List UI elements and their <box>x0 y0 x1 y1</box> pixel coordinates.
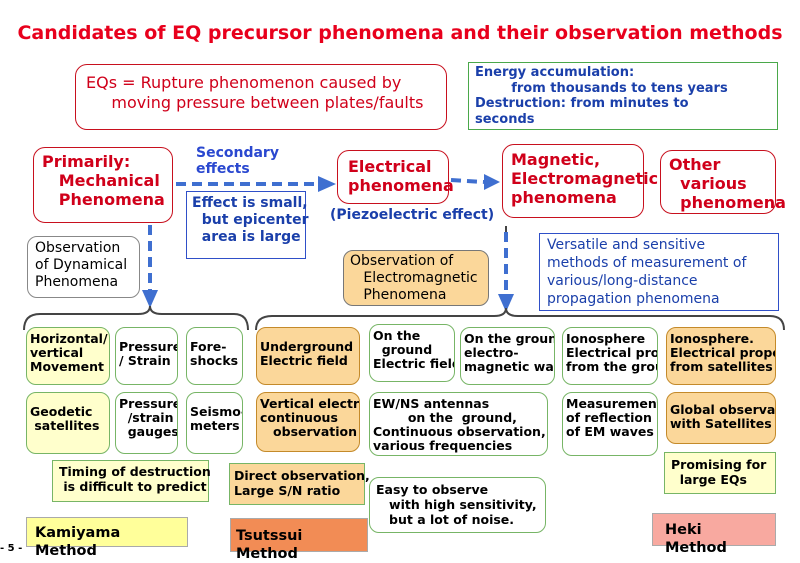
other-phenomena-box: Other various phenomena <box>660 150 786 214</box>
cell-geodetic-satellites: Geodetic satellites <box>26 392 110 454</box>
note-timing-destruction: Timing of destruction is difficult to pr… <box>52 460 211 502</box>
effect-note: Effect is small, but epicenter area is l… <box>186 191 308 259</box>
eq-definition-box: EQs = Rupture phenomenon caused by movin… <box>75 64 447 130</box>
note-direct-observation: Direct observation, Large S/N ratio <box>229 463 370 505</box>
cell-pressure-strain-gauges: Pressure /strain gauges <box>115 392 178 454</box>
page-number: - 5 - <box>0 543 23 554</box>
cell-measurement-reflection: Measurement of reflection of EM waves <box>562 392 658 456</box>
cell-on-ground-electric-field: On the ground Electric field <box>369 324 455 382</box>
cell-pressure-strain: Pressure / Strain <box>115 327 178 385</box>
note-promising-large-eqs: Promising for large EQs <box>664 452 776 494</box>
note-easy-to-observe: Easy to observe with high sensitivity, b… <box>369 477 546 533</box>
cell-global-observation: Global observation with Satellites <box>666 392 776 444</box>
cell-ionosphere-from-ground: Ionosphere Electrical prop from the grou… <box>562 327 658 385</box>
observation-em-box: Observation of Electromagnetic Phenomena <box>343 250 489 306</box>
cell-underground-electric-field: Underground Electric field <box>256 327 360 385</box>
electrical-phenomena-box: Electrical phenomena <box>337 150 454 204</box>
versatile-methods-note: Versatile and sensitive methods of measu… <box>539 233 779 311</box>
arrow-electrical-to-magnetic <box>450 178 485 184</box>
tsutsui-method-label: Tsutssui Method <box>230 518 368 562</box>
secondary-effects-label: Secondary effects <box>196 145 279 177</box>
magnetic-phenomena-box: Magnetic, Electromagnetic phenomena <box>502 144 658 218</box>
energy-note: Energy accumulation: from thousands to t… <box>468 62 778 130</box>
cell-vertical-electro-observation: Vertical electro continuous observation <box>256 392 360 452</box>
cell-horizontal-vertical-movement: Horizontal/ vertical Movement <box>26 327 110 385</box>
bracket-electromagnetic <box>255 307 785 331</box>
observation-dynamical-box: Observation of Dynamical Phenomena <box>27 236 140 298</box>
cell-on-ground-em-wave: On the ground electro- magnetic wave <box>460 327 555 385</box>
heki-method-label: Heki Method <box>652 513 776 556</box>
page-title: Candidates of EQ precursor phenomena and… <box>17 22 783 44</box>
cell-seismometers: Seismo- meters <box>186 392 243 454</box>
cell-ew-ns-antennas: EW/NS antennas on the ground, Continuous… <box>369 392 548 456</box>
cell-ionosphere-from-satellites: Ionosphere. Electrical properties from s… <box>666 327 776 385</box>
mechanical-phenomena-box: Primarily: Mechanical Phenomena <box>33 147 173 223</box>
cell-foreshocks: Fore- shocks <box>186 327 243 385</box>
piezoelectric-label: (Piezoelectric effect) <box>330 207 495 223</box>
bracket-mechanical <box>23 305 249 331</box>
kamiyama-method-label: Kamiyama Method <box>26 517 188 559</box>
